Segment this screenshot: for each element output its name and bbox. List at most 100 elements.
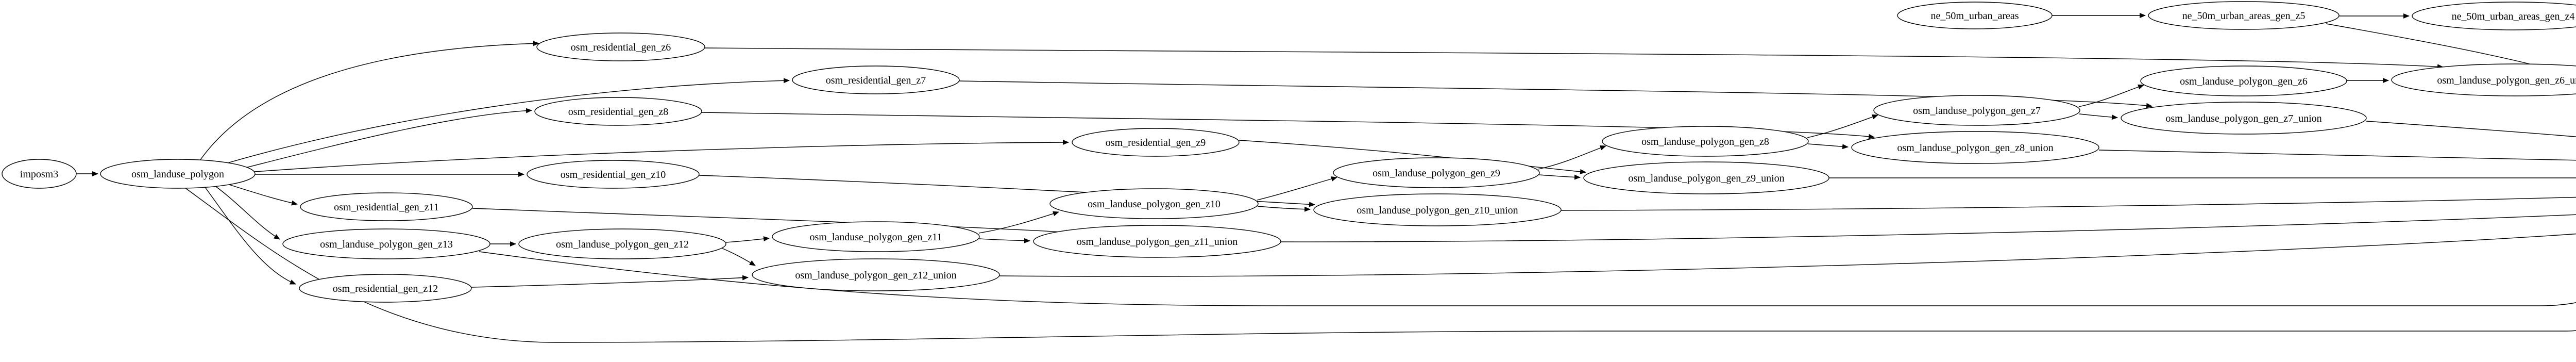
edge-osm_residential_gen_z8-osm_landuse_polygon_gen_z8_union bbox=[701, 112, 1875, 139]
node-osm_landuse_polygon: osm_landuse_polygon bbox=[100, 159, 256, 189]
node-osm_residential_gen_z7: osm_residential_gen_z7 bbox=[792, 65, 960, 94]
node-osm_residential_gen_z9-label: osm_residential_gen_z9 bbox=[1106, 137, 1206, 149]
node-osm_landuse_polygon_gen_z10_union: osm_landuse_polygon_gen_z10_union bbox=[1313, 193, 1562, 226]
node-osm_landuse_polygon_gen_z6_union-label: osm_landuse_polygon_gen_z6_union bbox=[2437, 75, 2576, 86]
edge-osm_landuse_polygon-osm_residential_gen_z8 bbox=[240, 108, 532, 170]
edge-osm_residential_gen_z6-osm_landuse_polygon_gen_z6_union bbox=[704, 47, 2444, 70]
node-osm_residential_gen_z11-label: osm_residential_gen_z11 bbox=[334, 202, 439, 213]
node-osm_landuse_polygon_gen_z11-shape bbox=[772, 221, 980, 252]
edge-osm_landuse_polygon_gen_z10-osm_landuse_polygon_gen_z9 bbox=[1257, 176, 1337, 201]
edge-osm_landuse_polygon_gen_z7_union-layer_landuse_z7 bbox=[2366, 121, 2576, 137]
edge-osm_landuse_polygon-osm_residential_gen_z6 bbox=[198, 41, 539, 162]
node-osm_landuse_polygon_gen_z7_union: osm_landuse_polygon_gen_z7_union bbox=[2121, 102, 2367, 135]
edge-osm_landuse_polygon_gen_z8-osm_landuse_polygon_gen_z8_union bbox=[1807, 143, 1849, 150]
node-osm_residential_gen_z7-label: osm_residential_gen_z7 bbox=[826, 75, 926, 86]
node-osm_landuse_polygon_gen_z11_union: osm_landuse_polygon_gen_z11_union bbox=[1033, 225, 1281, 258]
node-osm_residential_gen_z10: osm_residential_gen_z10 bbox=[527, 160, 700, 189]
node-osm_residential_gen_z8-label: osm_residential_gen_z8 bbox=[568, 106, 668, 118]
nodes: imposm3 osm_landuse_polygon osm_resident… bbox=[2, 1, 2576, 303]
node-osm_residential_gen_z8: osm_residential_gen_z8 bbox=[534, 97, 702, 126]
node-osm_landuse_polygon-shape bbox=[100, 159, 256, 189]
edge-osm_landuse_polygon_gen_z9-osm_landuse_polygon_gen_z8 bbox=[1538, 145, 1606, 170]
node-ne_50m_urban_areas_gen_z5-label: ne_50m_urban_areas_gen_z5 bbox=[2182, 10, 2306, 22]
node-osm_landuse_polygon_gen_z9_union-shape bbox=[1583, 161, 1829, 194]
node-osm_landuse_polygon_gen_z10: osm_landuse_polygon_gen_z10 bbox=[1049, 188, 1259, 219]
edge-osm_landuse_polygon_gen_z10-osm_landuse_polygon_gen_z10_union bbox=[1257, 206, 1311, 212]
node-osm_residential_gen_z9-shape bbox=[1072, 128, 1240, 157]
edge-osm_landuse_polygon-osm_landuse_polygon_gen_z13 bbox=[215, 186, 280, 240]
node-osm_residential_gen_z10-label: osm_residential_gen_z10 bbox=[561, 169, 666, 180]
node-osm_landuse_polygon_gen_z10_union-shape bbox=[1313, 193, 1562, 226]
node-ne_50m_urban_areas-shape bbox=[1897, 2, 2053, 29]
edge-osm_landuse_polygon_gen_z9-osm_landuse_polygon_gen_z9_union bbox=[1538, 174, 1581, 180]
edge-osm_landuse_polygon_gen_z11-osm_landuse_polygon_gen_z10 bbox=[978, 211, 1059, 234]
node-osm_landuse_polygon_gen_z12-label: osm_landuse_polygon_gen_z12 bbox=[556, 239, 689, 250]
edge-osm_landuse_polygon_gen_z10_union-layer_landuse_z10 bbox=[1561, 196, 2576, 211]
node-osm_landuse_polygon-label: osm_landuse_polygon bbox=[131, 169, 224, 180]
node-imposm3-shape bbox=[2, 159, 77, 189]
node-osm_landuse_polygon_gen_z9_union: osm_landuse_polygon_gen_z9_union bbox=[1583, 161, 1829, 194]
node-osm_residential_gen_z12-shape bbox=[299, 274, 472, 303]
edge-osm_landuse_polygon_gen_z12-osm_landuse_polygon_gen_z12_union bbox=[720, 247, 756, 266]
node-osm_residential_gen_z11: osm_residential_gen_z11 bbox=[300, 192, 473, 221]
node-osm_landuse_polygon_gen_z7-label: osm_landuse_polygon_gen_z7 bbox=[1913, 105, 2041, 117]
edge-osm_landuse_polygon-osm_residential_gen_z7 bbox=[220, 78, 790, 166]
node-osm_landuse_polygon_gen_z10-label: osm_landuse_polygon_gen_z10 bbox=[1088, 199, 1221, 210]
node-imposm3: imposm3 bbox=[2, 159, 77, 189]
node-osm_landuse_polygon_gen_z7_union-shape bbox=[2121, 102, 2367, 135]
node-osm_landuse_polygon_gen_z12_union: osm_landuse_polygon_gen_z12_union bbox=[752, 258, 1000, 291]
node-osm_landuse_polygon_gen_z9-shape bbox=[1333, 157, 1540, 188]
node-ne_50m_urban_areas_gen_z4-label: ne_50m_urban_areas_gen_z4 bbox=[2452, 11, 2575, 22]
edge-osm_residential_gen_z7-osm_landuse_polygon_gen_z7_union bbox=[959, 80, 2153, 108]
node-osm_residential_gen_z9: osm_residential_gen_z9 bbox=[1072, 128, 1240, 157]
node-osm_landuse_polygon_gen_z12_union-label: osm_landuse_polygon_gen_z12_union bbox=[795, 270, 956, 281]
edge-osm_landuse_polygon_gen_z12_union-layer_landuse_z12 bbox=[999, 233, 2576, 277]
node-osm_landuse_polygon_gen_z12_union-shape bbox=[752, 258, 1000, 291]
edge-osm_landuse_polygon_gen_z11_union-layer_landuse_z11 bbox=[1280, 214, 2576, 242]
node-osm_residential_gen_z7-shape bbox=[792, 65, 960, 94]
node-osm_landuse_polygon_gen_z9-label: osm_landuse_polygon_gen_z9 bbox=[1372, 168, 1500, 179]
node-osm_residential_gen_z8-shape bbox=[534, 97, 702, 126]
node-ne_50m_urban_areas_gen_z4: ne_50m_urban_areas_gen_z4 bbox=[2412, 2, 2576, 30]
node-osm_landuse_polygon_gen_z8_union: osm_landuse_polygon_gen_z8_union bbox=[1851, 131, 2099, 164]
edge-osm_residential_gen_z12-osm_landuse_polygon_gen_z12_union bbox=[471, 275, 749, 288]
node-osm_residential_gen_z10-shape bbox=[527, 160, 700, 189]
node-osm_landuse_polygon_gen_z11_union-shape bbox=[1033, 225, 1281, 258]
edge-osm_landuse_polygon_gen_z7-osm_landuse_polygon_gen_z7_union bbox=[2079, 113, 2118, 120]
node-osm_landuse_polygon_gen_z6_union-shape bbox=[2391, 63, 2576, 96]
edge-osm_landuse_polygon-osm_residential_gen_z11 bbox=[225, 183, 298, 206]
node-ne_50m_urban_areas_gen_z4-shape bbox=[2412, 2, 2576, 30]
edge-osm_landuse_polygon-osm_residential_gen_z9 bbox=[254, 140, 1069, 172]
node-osm_landuse_polygon_gen_z13: osm_landuse_polygon_gen_z13 bbox=[282, 228, 490, 259]
node-osm_residential_gen_z6: osm_residential_gen_z6 bbox=[536, 32, 705, 61]
edge-osm_landuse_polygon_gen_z8-osm_landuse_polygon_gen_z7 bbox=[1807, 114, 1878, 138]
node-osm_residential_gen_z11-shape bbox=[300, 192, 473, 221]
node-osm_landuse_polygon_gen_z6-label: osm_landuse_polygon_gen_z6 bbox=[2180, 76, 2308, 87]
node-ne_50m_urban_areas_gen_z5-shape bbox=[2148, 1, 2340, 30]
node-osm_landuse_polygon_gen_z11_union-label: osm_landuse_polygon_gen_z11_union bbox=[1077, 236, 1238, 248]
edges bbox=[76, 13, 2576, 343]
node-osm_landuse_polygon_gen_z13-label: osm_landuse_polygon_gen_z13 bbox=[320, 239, 453, 250]
node-osm_landuse_polygon_gen_z8_union-label: osm_landuse_polygon_gen_z8_union bbox=[1897, 142, 2053, 154]
node-osm_landuse_polygon_gen_z8: osm_landuse_polygon_gen_z8 bbox=[1602, 126, 1809, 157]
node-osm_landuse_polygon_gen_z9: osm_landuse_polygon_gen_z9 bbox=[1333, 157, 1540, 188]
edge-osm_landuse_polygon_gen_z12-osm_landuse_polygon_gen_z11 bbox=[725, 236, 770, 243]
node-osm_landuse_polygon_gen_z10_union-label: osm_landuse_polygon_gen_z10_union bbox=[1357, 205, 1518, 216]
node-osm_landuse_polygon_gen_z7_union-label: osm_landuse_polygon_gen_z7_union bbox=[2165, 113, 2321, 124]
node-osm_landuse_polygon_gen_z11: osm_landuse_polygon_gen_z11 bbox=[772, 221, 980, 252]
node-ne_50m_urban_areas_gen_z5: ne_50m_urban_areas_gen_z5 bbox=[2148, 1, 2340, 30]
edge-osm_landuse_polygon_gen_z8_union-layer_landuse_z8 bbox=[2098, 150, 2576, 161]
edge-osm_landuse_polygon_gen_z11-osm_landuse_polygon_gen_z11_union bbox=[978, 238, 1030, 243]
node-ne_50m_urban_areas: ne_50m_urban_areas bbox=[1897, 2, 2053, 29]
node-osm_landuse_polygon_gen_z12-shape bbox=[518, 228, 726, 259]
node-imposm3-label: imposm3 bbox=[20, 169, 58, 180]
node-osm_landuse_polygon_gen_z11-label: osm_landuse_polygon_gen_z11 bbox=[809, 232, 942, 243]
node-osm_landuse_polygon_gen_z9_union-label: osm_landuse_polygon_gen_z9_union bbox=[1628, 173, 1784, 184]
node-ne_50m_urban_areas-label: ne_50m_urban_areas bbox=[1930, 10, 2019, 22]
node-osm_landuse_polygon_gen_z6-shape bbox=[2140, 65, 2347, 96]
edge-osm_landuse_polygon_gen_z13-layer_landuse_z13 bbox=[479, 251, 2576, 306]
node-osm_landuse_polygon_gen_z8_union-shape bbox=[1851, 131, 2099, 164]
edge-osm_landuse_polygon-osm_residential_gen_z12 bbox=[205, 187, 296, 285]
node-osm_landuse_polygon_gen_z7-shape bbox=[1873, 95, 2080, 126]
